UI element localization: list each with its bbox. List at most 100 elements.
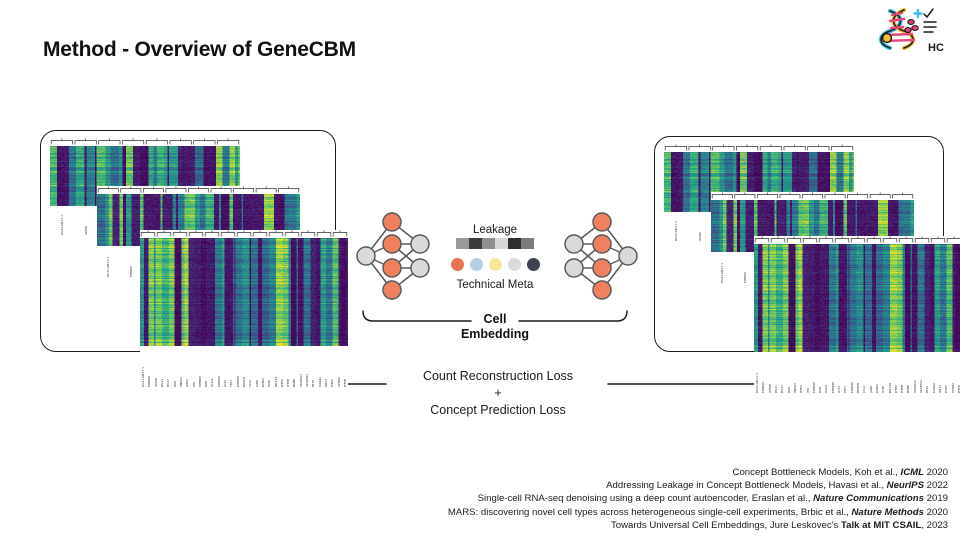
loss-line-2: + xyxy=(494,386,502,400)
citation-item: Concept Bottleneck Models, Koh et al., I… xyxy=(448,466,948,479)
network-node-orange xyxy=(382,212,402,232)
gene-label: CCL4 xyxy=(248,380,253,387)
gene-label: KRT17 xyxy=(323,378,328,388)
citation-year: 2020 xyxy=(923,506,948,518)
gene-label: TMSB4X xyxy=(811,381,816,393)
technical-meta-dot-3 xyxy=(507,258,521,271)
gene-label: MSMB xyxy=(906,384,911,393)
network-node-grey xyxy=(564,258,584,278)
leakage-label: Leakage xyxy=(472,224,518,236)
gene-label: TMSB4X xyxy=(235,375,240,387)
gene-label: RPL31-AXL17.1 xyxy=(141,366,146,387)
citation-item: Single-cell RNA-seq denoising using a de… xyxy=(448,492,948,505)
citation-year: 2022 xyxy=(923,480,948,492)
citation-venue: Nature Communications xyxy=(813,493,924,505)
gene-label: NUPR1 xyxy=(874,383,879,393)
logo-graphic: HC xyxy=(878,7,944,54)
logo-text: HC xyxy=(928,42,944,54)
leakage-bar-segment-4 xyxy=(508,238,521,249)
citation-text: Single-cell RNA-seq denoising using a de… xyxy=(477,493,814,505)
gene-label: TMSB4X xyxy=(197,375,202,387)
gene-label: SCGB3A1 xyxy=(919,380,924,393)
gene-label: SCGB1A1 xyxy=(298,374,303,387)
cell-embedding-line2: Embedding xyxy=(460,327,530,341)
gene-label: RPL31-AXL17.1 xyxy=(720,262,725,283)
gene-label: RPL31-AXL17.1 xyxy=(106,256,111,277)
gene-label: S100A2 xyxy=(317,376,322,387)
leakage-bar-segment-0 xyxy=(456,238,469,249)
gene-label: MSMB xyxy=(292,378,297,387)
gene-label: SFTPC xyxy=(279,378,284,387)
dendrogram xyxy=(664,144,854,151)
network-node-orange xyxy=(592,212,612,232)
gene-label: SFTPB xyxy=(900,384,905,393)
gene-label: RPL31-AXL17.1 xyxy=(59,214,64,235)
gene-label: TMSB4X xyxy=(742,271,747,283)
technical-meta-dot-1 xyxy=(469,258,483,271)
dendrogram xyxy=(711,192,914,199)
gene-label: SFTPA2 xyxy=(950,383,955,393)
leakage-group: Leakage xyxy=(440,224,550,249)
gene-label: CD74 xyxy=(223,379,228,387)
gene-label: RPL31-AXL17.1 xyxy=(673,220,678,241)
gene-label: KRT17 xyxy=(937,384,942,394)
leakage-bar-segment-3 xyxy=(495,238,508,249)
citation-year: 2019 xyxy=(923,493,948,505)
gene-label: RPS26 xyxy=(83,226,88,235)
gene-label: RPL31-AXL17.1 xyxy=(755,372,760,393)
network-node-grey xyxy=(564,234,584,254)
gene-label: HLA-A xyxy=(824,384,829,393)
gene-label: SFTPB xyxy=(286,378,291,387)
gene-label: TMSB4X xyxy=(849,381,854,393)
gene-label: CCL4 xyxy=(862,386,867,393)
gene-label: IFI6 xyxy=(805,388,810,393)
gene-label: JUND xyxy=(254,380,259,387)
network-node-grey xyxy=(356,246,376,266)
citation-venue: Nature Methods xyxy=(851,506,924,518)
cell-embedding-label: Cell Embedding xyxy=(432,312,558,342)
gene-label: B2M xyxy=(204,381,209,387)
technical-meta-dot-0 xyxy=(450,258,464,271)
gene-label: IFI6 xyxy=(191,382,196,387)
citation-venue: ICML xyxy=(900,466,924,478)
gene-label: NUPR1 xyxy=(260,377,265,387)
citation-item: MARS: discovering novel cell types acros… xyxy=(448,506,948,519)
loss-line-3: Concept Prediction Loss xyxy=(430,403,566,417)
citation-venue: NeurIPS xyxy=(886,480,924,492)
dendrogram xyxy=(97,186,300,193)
network-node-grey xyxy=(618,246,638,266)
heatmap-matrix xyxy=(754,244,960,352)
citation-year: 2020 xyxy=(923,466,948,478)
gene-label: RPS26 xyxy=(153,378,158,387)
network-node-grey xyxy=(410,258,430,278)
citation-list: Concept Bottleneck Models, Koh et al., I… xyxy=(448,466,948,532)
encoder-network xyxy=(352,210,436,302)
network-node-orange xyxy=(382,280,402,300)
gene-label: RPS26 xyxy=(767,384,772,393)
technical-meta-dot-4 xyxy=(526,258,540,271)
gene-label: TMSB4X xyxy=(216,375,221,387)
leakage-bar xyxy=(456,238,534,249)
dendrogram xyxy=(754,236,960,243)
gene-label: FTH1 xyxy=(843,386,848,393)
technical-meta-group: Technical Meta xyxy=(436,258,554,291)
leakage-bar-segment-1 xyxy=(469,238,482,249)
gene-label: SCGB1A1 xyxy=(912,380,917,393)
gene-label: CD74 xyxy=(837,385,842,393)
gene-label: RPL13A xyxy=(273,376,278,387)
gene-label: LYPD2 xyxy=(799,384,804,393)
dendrogram xyxy=(140,230,348,237)
gene-label: PPP1CB xyxy=(856,382,860,393)
loss-line-1: Count Reconstruction Loss xyxy=(422,369,574,383)
gene-label: MT1S xyxy=(311,379,316,387)
heatmap-matrix xyxy=(140,238,348,346)
network-node-grey xyxy=(410,234,430,254)
decoder-network xyxy=(558,210,642,302)
gene-label: CD3E xyxy=(267,379,272,387)
network-node-orange xyxy=(382,234,402,254)
technical-meta-dots xyxy=(436,258,554,271)
